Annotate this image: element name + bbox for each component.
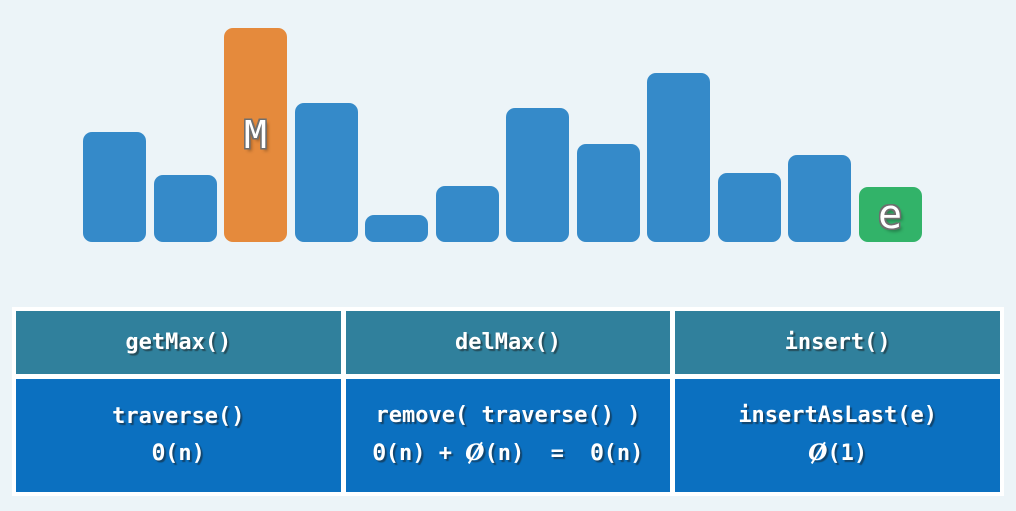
bar-e: e [858,187,922,242]
bar-9 [647,73,710,242]
bar-1 [83,132,146,242]
bar-10 [717,173,781,242]
table-header-insert: insert() [675,311,1000,374]
bar-7 [506,108,569,242]
bar-label-e: e [877,191,903,238]
bar-label-m: M [244,113,267,157]
table-cell-insert-cost: insertAsLast(e) O(1) [675,379,1000,492]
big-o-glyph: O [465,440,485,466]
getmax-impl: traverse() [112,403,245,429]
bar-6 [435,186,499,242]
bar-11 [788,155,851,242]
complexity-text: (1) [827,441,868,466]
complexity-text: Θ(n) [151,440,205,466]
complexity-text: Θ(n) + [372,441,466,466]
header-label-getmax: getMax() [125,330,232,355]
insert-complexity: O(1) [808,439,867,469]
header-label-delmax: delMax() [455,330,561,355]
table-header-delmax: delMax() [345,311,671,374]
table-cell-delmax-cost: remove( traverse() ) Θ(n) + O(n) = Θ(n) [345,379,671,492]
bar-2 [153,175,217,242]
delmax-impl: remove( traverse() ) [375,403,641,429]
delmax-complexity: Θ(n) + O(n) = Θ(n) [373,439,644,469]
table-cell-getmax-cost: traverse() Θ(n) [16,379,341,492]
getmax-complexity: Θ(n) [152,440,205,469]
bar-8 [576,144,640,242]
bar-5 [365,215,428,242]
bar-m: M [224,28,287,242]
big-o-glyph: O [808,440,828,466]
header-label-insert: insert() [784,330,891,355]
insert-impl: insertAsLast(e) [738,403,937,429]
bar-4 [294,103,358,242]
complexity-text: (n) = Θ(n) [484,441,644,466]
table-header-getmax: getMax() [16,311,341,374]
complexity-table: getMax() delMax() insert() traverse() Θ(… [12,307,1004,496]
